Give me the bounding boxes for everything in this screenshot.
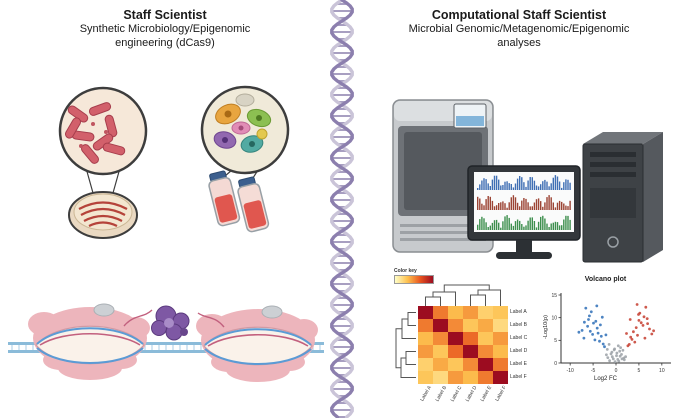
heatmap-cell bbox=[433, 358, 448, 371]
heatmap-cell bbox=[448, 371, 463, 384]
heatmap-cell bbox=[433, 371, 448, 384]
right-position-title: Computational Staff Scientist bbox=[431, 8, 607, 22]
left-position-subtitle-line1: Synthetic Microbiology/Epigenomic bbox=[79, 23, 251, 36]
color-key-gradient bbox=[394, 275, 434, 284]
svg-text:0: 0 bbox=[554, 361, 557, 367]
heatmap-cell bbox=[493, 358, 508, 371]
svg-text:-10: -10 bbox=[567, 368, 574, 374]
svg-text:10: 10 bbox=[659, 368, 665, 374]
heatmap-cell bbox=[418, 332, 433, 345]
heatmap-cell bbox=[418, 345, 433, 358]
heatmap-cell bbox=[493, 306, 508, 319]
magnified-bacteria-circle bbox=[58, 86, 148, 176]
heatmap-col-label: Label E bbox=[479, 385, 494, 403]
heatmap-cell bbox=[448, 319, 463, 332]
heatmap-col-label: Label F bbox=[494, 385, 509, 403]
left-panel-header: Staff Scientist Synthetic Microbiology/E… bbox=[10, 8, 320, 51]
sequencing-equipment-illustration bbox=[392, 99, 663, 263]
svg-text:5: 5 bbox=[554, 338, 557, 344]
heatmap-col-label: Label D bbox=[464, 385, 479, 403]
dcas9-complex-left bbox=[28, 303, 153, 380]
dcas9-complex-right bbox=[196, 305, 318, 382]
right-panel-header: Computational Staff Scientist Microbial … bbox=[362, 8, 676, 51]
dna-helix-divider bbox=[330, 0, 354, 418]
volcano-scatter: -10 -5 0 5 10 0 5 10 15 bbox=[551, 293, 671, 374]
volcano-y-axis-label: -Log10(p) bbox=[543, 315, 549, 339]
bacterial-streaks bbox=[78, 201, 128, 227]
svg-text:0: 0 bbox=[615, 368, 618, 374]
right-position-subtitle-line1: Microbial Genomic/Metagenomic/Epigenomic bbox=[408, 23, 630, 36]
heatmap-cell bbox=[463, 345, 478, 358]
magnified-cells-circle bbox=[200, 85, 290, 175]
heatmap-cell bbox=[463, 306, 478, 319]
heatmap-row-label: Label A bbox=[510, 309, 527, 315]
desktop-monitor bbox=[467, 165, 581, 259]
color-key-title: Color key bbox=[394, 268, 417, 274]
heatmap-cell bbox=[433, 306, 448, 319]
volcano-x-axis-label: Log2 FC bbox=[593, 376, 617, 382]
heatmap-cell bbox=[418, 306, 433, 319]
heatmap-col-label: Label B bbox=[434, 385, 449, 403]
computer-tower bbox=[582, 132, 663, 263]
heatmap-cell bbox=[463, 332, 478, 345]
heatmap-cell bbox=[463, 319, 478, 332]
left-position-title: Staff Scientist bbox=[123, 8, 207, 22]
heatmap-row-label: Label E bbox=[510, 361, 527, 367]
bacteria-rods bbox=[65, 102, 126, 164]
heatmap-row-label: Label D bbox=[510, 348, 528, 354]
right-position-subtitle-line2: analyses bbox=[497, 37, 541, 50]
svg-text:-5: -5 bbox=[591, 368, 596, 374]
heatmap-cell bbox=[448, 345, 463, 358]
heatmap-row-label: Label B bbox=[510, 322, 527, 328]
heatmap-cell bbox=[448, 306, 463, 319]
heatmap-grid bbox=[418, 306, 508, 384]
heatmap-col-label: Label A bbox=[419, 385, 434, 403]
svg-text:10: 10 bbox=[551, 315, 557, 321]
heatmap-cell bbox=[448, 332, 463, 345]
heatmap-cell bbox=[493, 345, 508, 358]
heatmap-col-label: Label C bbox=[449, 385, 464, 403]
heatmap-row-label: Label F bbox=[510, 374, 527, 380]
svg-text:5: 5 bbox=[638, 368, 641, 374]
heatmap-cell bbox=[493, 319, 508, 332]
heatmap-cell bbox=[493, 332, 508, 345]
bacteria-microscopy-illustration bbox=[58, 86, 148, 239]
power-button bbox=[607, 236, 619, 248]
heatmap-cell bbox=[478, 306, 493, 319]
heatmap-cell bbox=[418, 358, 433, 371]
heatmap-cell bbox=[448, 358, 463, 371]
cell-culture-illustration bbox=[200, 85, 290, 233]
sgRNA-strand bbox=[39, 333, 141, 346]
sgRNA-strand bbox=[207, 334, 309, 347]
left-position-subtitle-line2: engineering (dCas9) bbox=[115, 37, 215, 50]
heatmap-cell bbox=[433, 332, 448, 345]
mammalian-cells bbox=[213, 103, 272, 153]
heatmap-cell bbox=[478, 371, 493, 384]
volcano-plot-chart: Volcano plot -10 -5 0 5 10 0 5 10 15 Log2 FC -Lo… bbox=[533, 276, 678, 416]
heatmap-cell bbox=[418, 319, 433, 332]
heatmap-cell bbox=[418, 371, 433, 384]
culture-flasks bbox=[208, 170, 270, 233]
heatmap-cell bbox=[478, 358, 493, 371]
effector-protein-purple bbox=[151, 305, 190, 341]
volcano-title: Volcano plot bbox=[584, 276, 627, 283]
heatmap-cell bbox=[478, 319, 493, 332]
genome-coverage-tracks bbox=[477, 175, 571, 230]
heatmap-cell bbox=[463, 371, 478, 384]
heatmap-cell bbox=[433, 345, 448, 358]
heatmap-cell bbox=[493, 371, 508, 384]
crispr-dcas9-illustration bbox=[8, 303, 324, 382]
heatmap-cell bbox=[463, 358, 478, 371]
svg-text:15: 15 bbox=[551, 293, 557, 299]
dendrogram-top bbox=[425, 284, 501, 306]
heatmap-row-labels: Label A Label B Label C Label D Label E Label… bbox=[510, 306, 536, 384]
petri-dish bbox=[68, 191, 138, 239]
heatmap-cell bbox=[478, 332, 493, 345]
dendrogram-left bbox=[395, 312, 416, 378]
heatmap-row-label: Label C bbox=[510, 335, 528, 341]
heatmap-cell bbox=[478, 345, 493, 358]
heatmap-cell bbox=[433, 319, 448, 332]
